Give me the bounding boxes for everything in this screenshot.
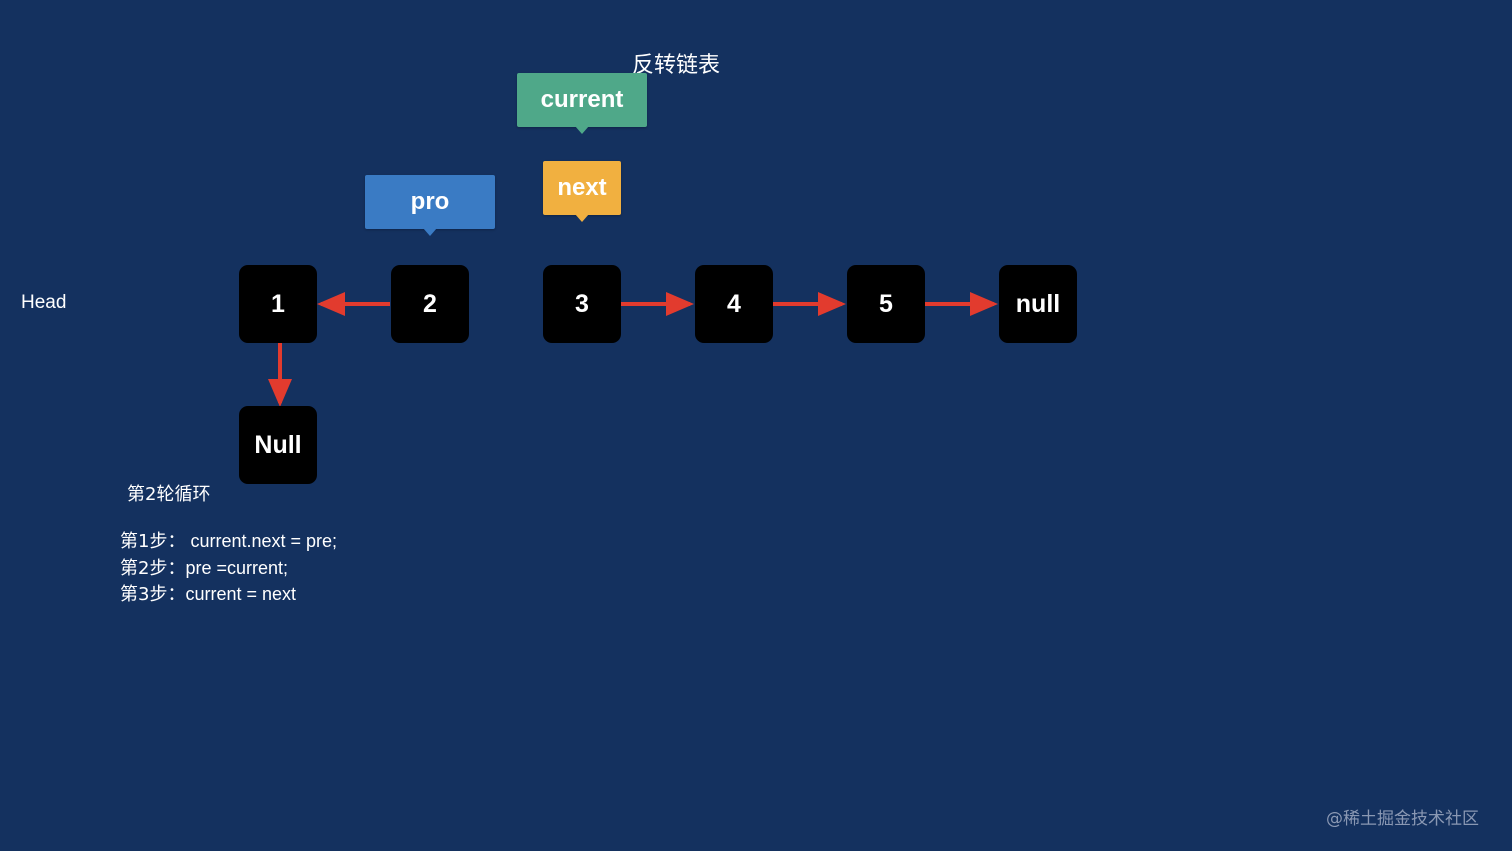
step-2: 第2步：pre =current; [120, 554, 288, 580]
node-5: 5 [847, 265, 925, 343]
node-3: 3 [543, 265, 621, 343]
step-1-prefix: 第1步： [120, 531, 186, 552]
step-3-code: current = next [185, 584, 297, 604]
step-3: 第3步：current = next [120, 580, 296, 606]
step-1: 第1步： current.next = pre; [120, 527, 337, 553]
loop-label: 第2轮循环 [127, 484, 211, 505]
node-4: 4 [695, 265, 773, 343]
node-2: 2 [391, 265, 469, 343]
step-3-prefix: 第3步： [120, 584, 186, 605]
head-label: Head [21, 292, 67, 313]
node-null: Null [239, 406, 317, 484]
current-pointer-label: current [517, 73, 647, 134]
step-2-prefix: 第2步： [120, 558, 186, 579]
node-1: 1 [239, 265, 317, 343]
step-1-code: current.next = pre; [190, 531, 338, 551]
node-null-tail: null [999, 265, 1077, 343]
step-2-code: pre =current; [185, 558, 289, 578]
watermark: @稀土掘金技术社区 [1326, 809, 1479, 829]
next-pointer-label: next [543, 161, 621, 222]
pro-pointer-label: pro [365, 175, 495, 236]
